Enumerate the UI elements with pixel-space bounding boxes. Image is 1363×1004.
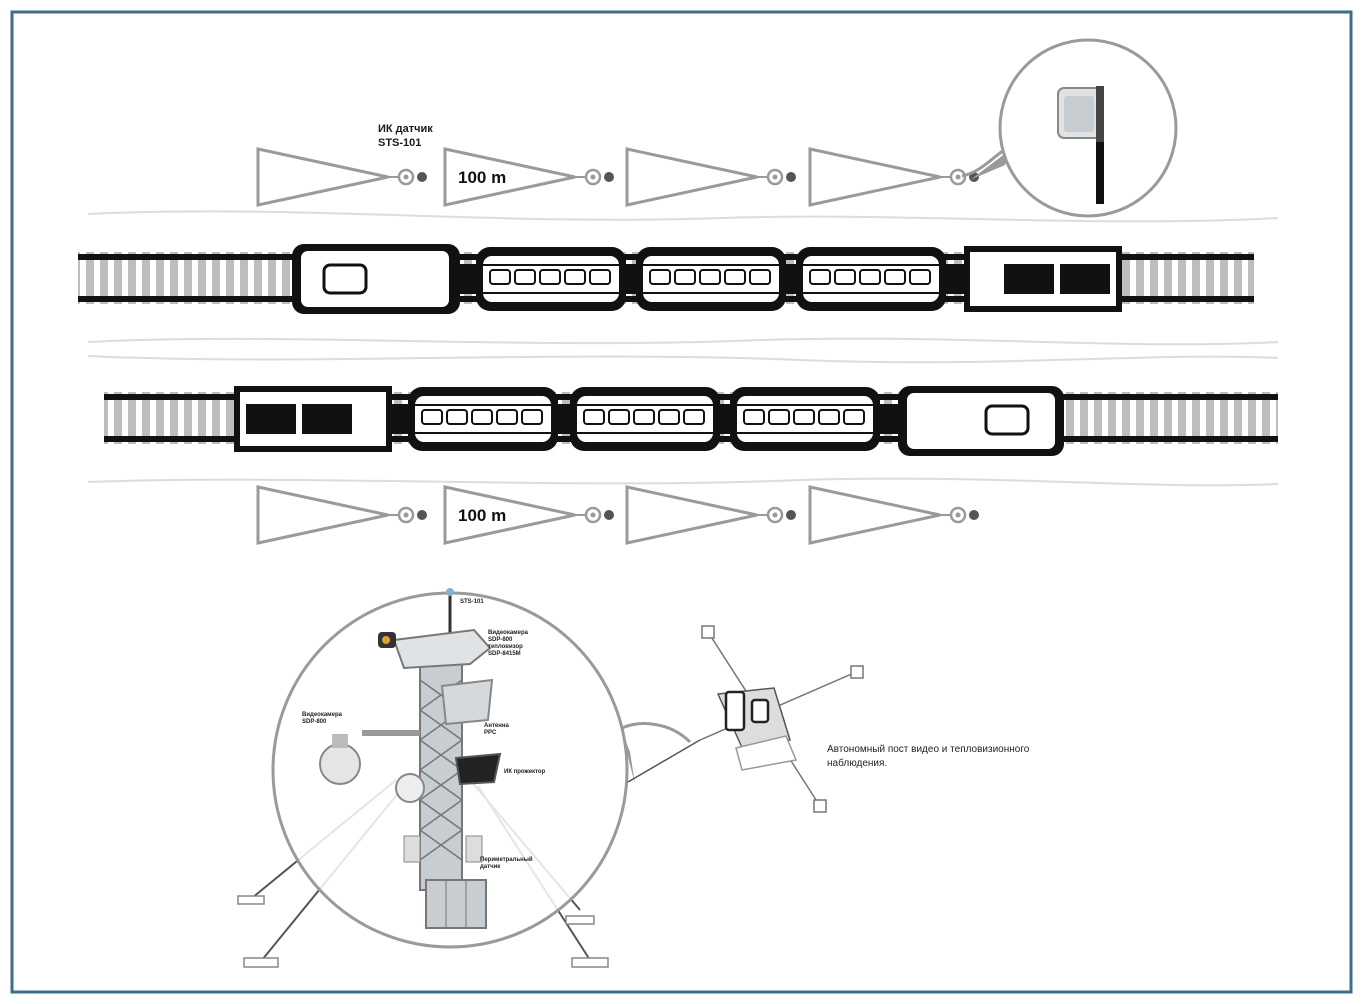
- locomotive-icon: [292, 244, 460, 314]
- locomotive-icon: [898, 386, 1064, 456]
- passenger-car-icon: [570, 387, 720, 451]
- lower-train: [234, 386, 1064, 456]
- surveillance-tower-icon: [319, 588, 502, 929]
- camera-label-1: Видеокамера: [488, 630, 529, 636]
- antenna-label-1: Антенна: [484, 723, 509, 729]
- ir-sensor-icon: [808, 147, 981, 207]
- camera-label-4: SDP-8415M: [488, 651, 521, 657]
- post-caption-line1: Автономный пост видео и тепловизионного: [827, 744, 1030, 755]
- antenna-label-2: PPC: [484, 730, 497, 736]
- frame-border: [10, 10, 1353, 994]
- passenger-car-icon: [408, 387, 558, 451]
- passenger-car-icon: [476, 247, 626, 311]
- sensor-detail-callout: [961, 38, 1178, 218]
- camera-label-3: тепловизор: [488, 644, 523, 650]
- ir-sensor-icon: [256, 147, 429, 207]
- dome-label-1: Видеокамера: [302, 712, 343, 718]
- perimeter-label-1: Периметральный: [480, 856, 533, 863]
- locomotive-icon: [234, 386, 392, 452]
- passenger-car-icon: [636, 247, 786, 311]
- sensor-label-line1: ИК датчик: [378, 123, 433, 135]
- bottom-sensor-row: [256, 485, 981, 545]
- upper-train: [292, 244, 1122, 314]
- ir-sensor-icon: [625, 147, 798, 207]
- ir-projector-label: ИК прожектор: [504, 769, 546, 775]
- distance-label-top: 100 m: [458, 168, 506, 187]
- perimeter-label-2: датчик: [480, 864, 500, 870]
- ir-sensor-icon: [808, 485, 981, 545]
- camera-label-2: SDP-800: [488, 637, 513, 643]
- dome-label-2: SDP-800: [302, 719, 327, 725]
- ir-sensor-icon: [625, 485, 798, 545]
- tower-top-sensor-label: STS-101: [460, 599, 484, 605]
- sensor-label-line2: STS-101: [378, 137, 421, 149]
- passenger-car-icon: [796, 247, 946, 311]
- passenger-car-icon: [730, 387, 880, 451]
- wire-anchors: [237, 895, 609, 968]
- post-plan-view: [699, 625, 864, 813]
- distance-label-bottom: 100 m: [458, 506, 506, 525]
- post-caption-line2: наблюдения.: [827, 757, 887, 769]
- ir-sensor-device-icon: [1057, 86, 1104, 204]
- top-sensor-row: [256, 147, 981, 207]
- locomotive-icon: [964, 246, 1122, 312]
- boundary-lines: [87, 210, 1279, 487]
- ir-sensor-icon: [256, 485, 429, 545]
